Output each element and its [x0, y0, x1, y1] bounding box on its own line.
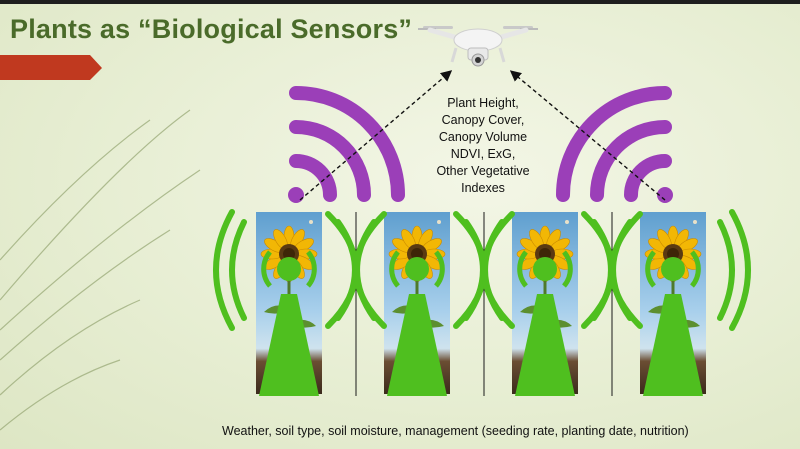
grass-decoration: [0, 109, 201, 431]
drone-icon: [418, 26, 538, 67]
metric-line: Other Vegetative: [436, 164, 530, 178]
dashed-arrow-icon: [299, 70, 453, 201]
top-bar: [0, 0, 800, 4]
slide-title: Plants as “Biological Sensors”: [10, 14, 413, 44]
drone-metrics: Plant Height, Canopy Cover, Canopy Volum…: [423, 95, 543, 197]
wifi-signal-icon: [288, 86, 405, 203]
metric-line: NDVI, ExG,: [450, 147, 516, 161]
metric-line: Canopy Volume: [438, 130, 528, 144]
plot-separators: [355, 212, 613, 396]
green-signal-arcs: [213, 209, 751, 331]
title-accent-arrow: [0, 55, 102, 80]
metric-line: Canopy Cover,: [441, 113, 525, 127]
slide-footer: Weather, soil type, soil moisture, manag…: [222, 424, 689, 438]
metric-line: Plant Height,: [447, 96, 519, 110]
metric-line: Indexes: [461, 181, 505, 195]
wifi-signal-icon: [556, 86, 673, 203]
dashed-arrow-icon: [509, 70, 666, 201]
